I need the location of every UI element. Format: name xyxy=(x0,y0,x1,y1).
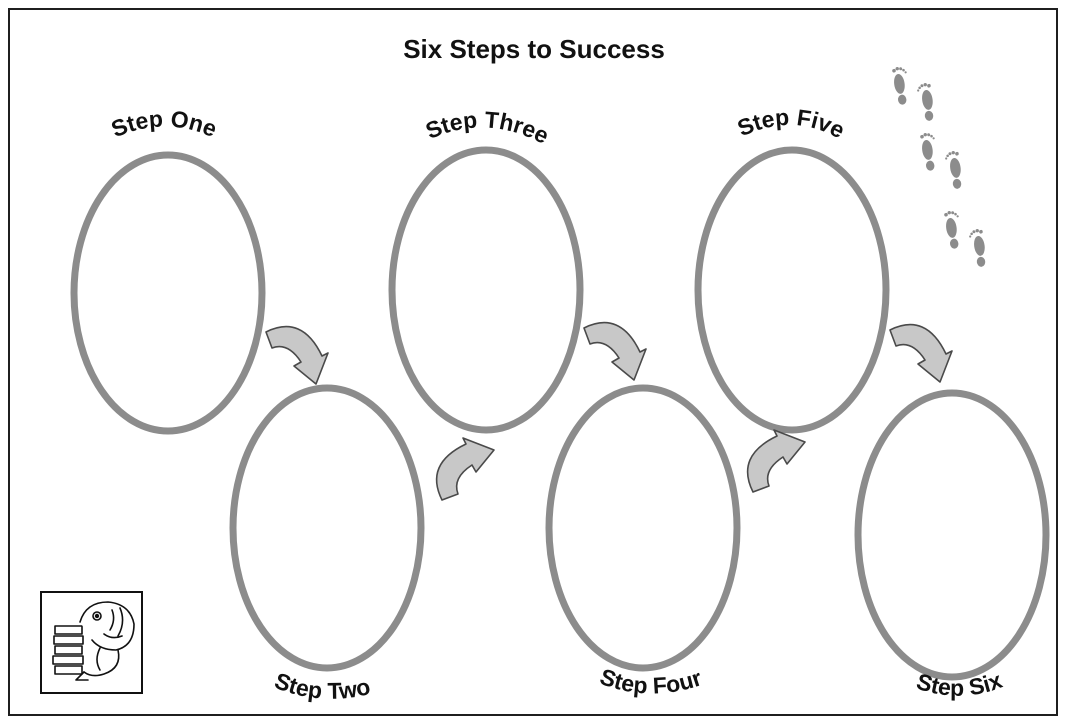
step-six-oval xyxy=(854,389,1050,681)
step-one-oval xyxy=(70,151,266,435)
svg-text:Step One: Step One xyxy=(108,105,221,142)
step-six-label: Step Six xyxy=(914,667,1006,701)
step-three-oval xyxy=(388,146,584,434)
step-five-label: Step Five xyxy=(734,104,849,144)
step-two-label: Step Two xyxy=(271,667,372,704)
svg-text:Step Two: Step Two xyxy=(271,667,372,704)
arrow-three-to-four xyxy=(583,321,647,381)
page-title: Six Steps to Success xyxy=(403,34,665,64)
step-one-label: Step One xyxy=(108,105,221,142)
page-border xyxy=(8,8,1058,716)
svg-text:Step Three: Step Three xyxy=(422,106,553,149)
step-five-oval xyxy=(694,146,890,434)
arrow-two-to-three xyxy=(435,437,495,501)
fish-with-books-icon xyxy=(40,591,143,694)
arrow-one-to-two xyxy=(265,325,329,385)
footprints-icon xyxy=(891,65,988,268)
arrow-four-to-five xyxy=(746,429,806,493)
step-two-oval xyxy=(229,384,425,672)
arrow-five-to-six xyxy=(889,323,953,383)
step-four-oval xyxy=(545,384,741,672)
step-three-label: Step Three xyxy=(422,106,553,149)
svg-text:Step Six: Step Six xyxy=(914,667,1006,701)
svg-text:Step Five: Step Five xyxy=(734,104,849,144)
